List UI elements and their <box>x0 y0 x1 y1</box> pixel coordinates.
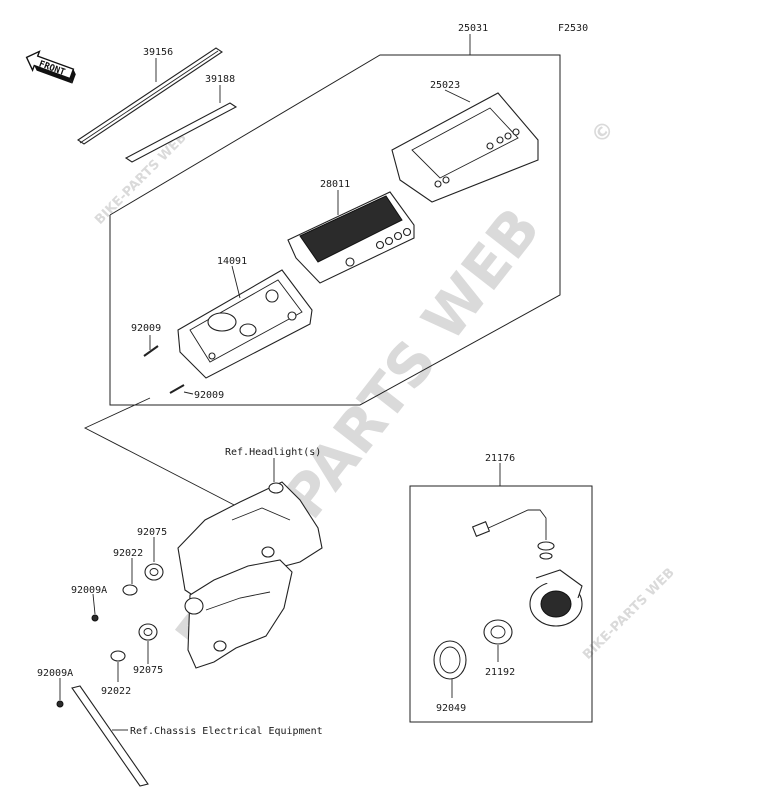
gear-21192 <box>483 619 513 645</box>
label-92009-lower: 92009 <box>194 390 224 401</box>
wiring-rod <box>71 685 149 787</box>
label-92009-upper: 92009 <box>131 323 161 334</box>
lcd-unit-28011 <box>287 191 415 284</box>
label-21176: 21176 <box>485 453 515 464</box>
label-14091: 14091 <box>217 256 247 267</box>
label-28011: 28011 <box>320 179 350 190</box>
label-92022-lower: 92022 <box>101 686 131 697</box>
label-92009A-upper: 92009A <box>71 585 107 596</box>
label-39156: 39156 <box>143 47 173 58</box>
washer-92022-upper <box>122 584 138 596</box>
watermark-small-right: BIKE-PARTS WEB <box>580 565 677 662</box>
damper-92075-lower <box>138 623 158 641</box>
meter-case-14091 <box>177 269 313 379</box>
figure-code: F2530 <box>558 23 588 34</box>
watermark-copyright: © <box>587 116 620 149</box>
speedo-cable <box>471 509 555 560</box>
front-arrow-badge: FRONT <box>25 50 76 84</box>
bolt-92009A-upper <box>91 614 99 622</box>
label-21192: 21192 <box>485 667 515 678</box>
meter-cover-25023 <box>391 92 539 203</box>
label-25031: 25031 <box>458 23 488 34</box>
washer-92022-lower <box>110 650 126 662</box>
label-92022-upper: 92022 <box>113 548 143 559</box>
watermark-small-top: BIKE-PARTS WEB <box>92 130 189 227</box>
seal-92049 <box>433 640 467 680</box>
lens-39156 <box>77 47 223 145</box>
bolt-92009A-lower <box>56 700 64 708</box>
damper-92075-upper <box>144 563 164 581</box>
gear-box-21176 <box>409 485 593 723</box>
ref-headlight: Ref.Headlight(s) <box>225 447 321 458</box>
assembly-box-25031 <box>109 54 561 406</box>
gear-housing <box>529 569 583 627</box>
lens-39188 <box>124 102 238 163</box>
label-92009A-lower: 92009A <box>37 668 73 679</box>
label-92049: 92049 <box>436 703 466 714</box>
meter-bracket <box>177 481 323 669</box>
label-25023: 25023 <box>430 80 460 91</box>
ref-chassis: Ref.Chassis Electrical Equipment <box>130 726 323 737</box>
label-92075-lower: 92075 <box>133 665 163 676</box>
label-92075-upper: 92075 <box>137 527 167 538</box>
label-39188: 39188 <box>205 74 235 85</box>
